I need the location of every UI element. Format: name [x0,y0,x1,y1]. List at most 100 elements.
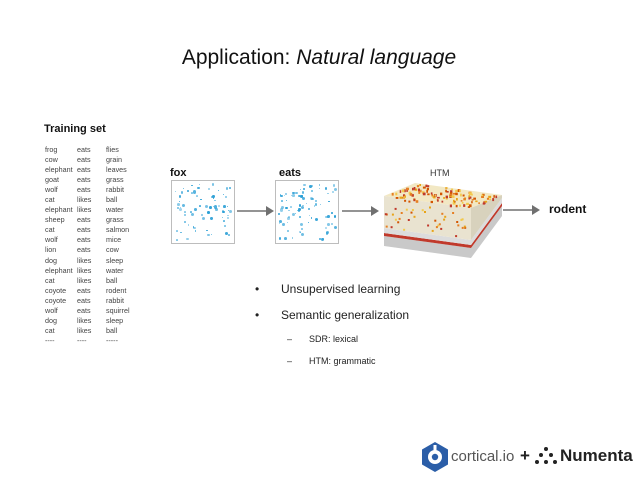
bullet-item: • Semantic generalization [255,302,409,328]
sdr-bit [325,232,329,235]
htm-cell [468,192,472,196]
htm-cell [455,189,458,192]
htm-cell [391,213,394,216]
sdr-bit [226,205,228,207]
training-cell: wolf [45,305,58,315]
htm-cell [438,223,441,226]
htm-cell [454,200,456,203]
htm-cell [403,228,406,231]
training-cell: ----- [106,335,118,345]
htm-cell [486,197,489,200]
htm-cell [431,229,434,232]
sdr-bit [283,195,285,197]
htm-cell [449,204,452,208]
sdr-bit [176,238,179,241]
sdr-bit [177,202,180,206]
sdr-bit [314,200,318,203]
htm-cell [404,195,406,198]
htm-cell [461,218,464,221]
sdr-bit [326,215,330,218]
sub-bullet-glyph: – [287,334,293,344]
cortical-logo-text: cortical.io [451,448,515,465]
sub-bullet-text: SDR: lexical [309,334,359,344]
training-cell: sheep [45,215,65,225]
training-cell: eats [77,215,91,225]
sdr-bit [284,237,288,240]
sdr-bit [299,231,302,234]
htm-cell [481,194,484,197]
sdr-bit [202,216,206,220]
htm-cell [455,192,458,196]
htm-cell [443,218,446,221]
sdr-bit [294,212,296,214]
training-cell: sleep [106,315,124,325]
sdr-bit [187,224,190,226]
sdr-bit [193,226,195,228]
htm-cell [427,185,430,188]
sdr-bit [195,194,198,197]
htm-cell [394,218,397,221]
eats-sdr-image [275,180,339,244]
htm-cell [434,219,437,222]
sdr-bit [301,197,305,201]
training-cell: goat [45,175,59,185]
sdr-bit [321,237,324,240]
sdr-bit [310,197,314,201]
htm-cell [418,188,420,192]
sdr-bit [319,238,322,241]
training-cell: ball [106,195,118,205]
sdr-bit [292,194,295,197]
htm-cell [459,189,461,193]
training-cell: wolf [45,185,58,195]
htm-cell [488,195,492,198]
htm-cell [478,202,480,205]
cortical-logo-icon [422,442,448,472]
training-cell: wolf [45,235,58,245]
htm-cell [426,187,429,191]
sdr-bit [206,229,208,232]
htm-cell [484,200,488,203]
htm-cell [460,193,462,197]
htm-cell [413,187,416,190]
title-emphasis: Natural language [296,46,457,69]
footer-logos: cortical.io + Numenta [420,440,638,474]
sdr-bit [284,192,288,196]
htm-cell [430,192,433,195]
sdr-bit [278,213,281,216]
training-cell: rabbit [106,185,124,195]
htm-cell [421,209,424,212]
htm-cell [422,186,426,189]
training-cell: eats [77,145,91,154]
htm-cell [445,189,447,193]
sdr-bit [281,206,285,209]
sdr-bit [301,228,304,231]
fox-label: fox [170,167,187,179]
sdr-bit [197,187,200,190]
htm-cell [461,202,464,204]
htm-cell [406,187,409,191]
htm-cell [468,195,471,198]
sdr-bit [228,233,230,236]
htm-cell [410,211,413,214]
training-cell: frog [45,145,58,154]
bullet-text: Unsupervised learning [281,282,401,296]
sdr-bit [318,187,320,189]
training-set-heading: Training set [44,123,106,135]
training-cell: eats [77,155,91,165]
sdr-bit [224,225,226,227]
htm-cell [457,189,461,192]
htm-cell [395,197,399,199]
sdr-bit [303,183,307,187]
htm-cell [460,200,463,202]
sdr-bit [222,210,226,214]
htm-cell [463,204,466,207]
sdr-bit [298,204,302,207]
sdr-bit [186,237,189,241]
sdr-bit [290,195,292,197]
